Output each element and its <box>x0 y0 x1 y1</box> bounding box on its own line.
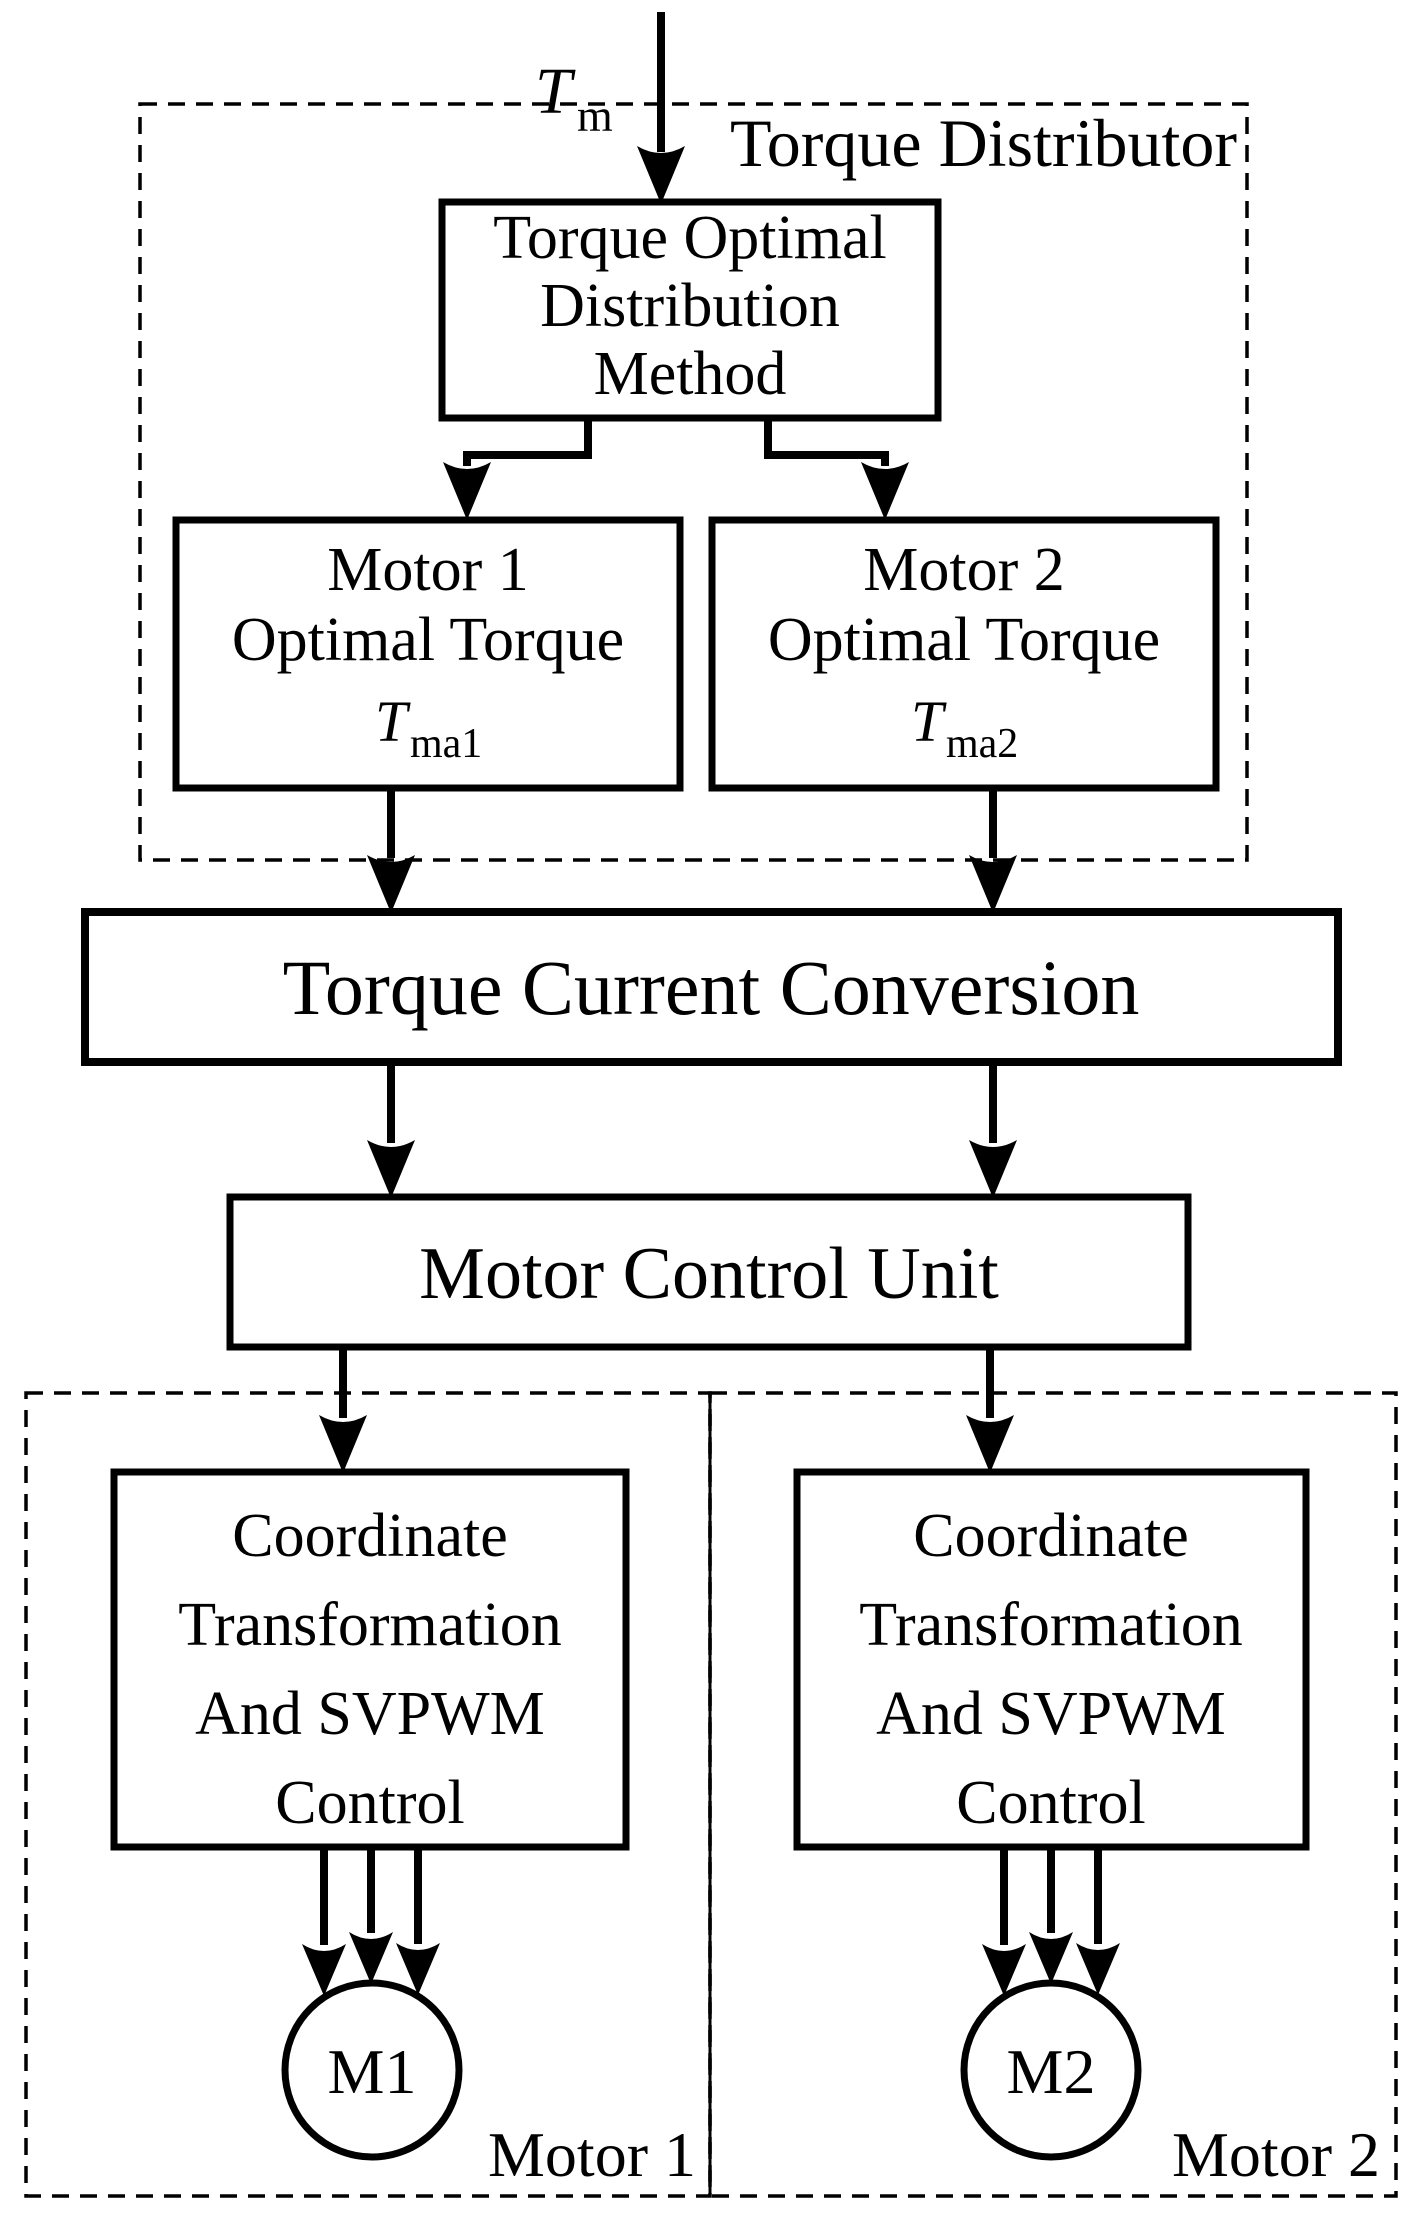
tma1-subscript: ma1 <box>410 721 482 767</box>
method-box-line3: Method <box>594 340 787 408</box>
arrow-head <box>861 462 909 520</box>
arrow-head <box>969 1140 1017 1198</box>
coord1-line4: Control <box>275 1769 464 1837</box>
phase-b-head <box>349 1932 393 1984</box>
method-box-line1: Torque Optimal <box>493 204 886 272</box>
motor2-torque-line1: Motor 2 <box>863 536 1065 604</box>
arrow-conversion-to-mcu-right <box>969 1062 1017 1198</box>
motor-control-unit-box <box>226 1193 1192 1351</box>
method-box-line2: Distribution <box>540 272 840 340</box>
motor2-optimal-torque-box <box>708 516 1220 792</box>
arrow-head <box>319 1415 367 1473</box>
motor1-optimal-torque-box <box>172 516 684 792</box>
coord1-line3: And SVPWM <box>195 1680 545 1748</box>
motor2-region-label: Motor 2 <box>1172 2119 1380 2190</box>
coord1-line2: Transformation <box>178 1591 561 1659</box>
arrow-head <box>367 1140 415 1198</box>
motor1-torque-line2: Optimal Torque <box>232 606 624 674</box>
arrow-head <box>969 855 1017 913</box>
tma1-symbol: T <box>375 689 411 754</box>
phase-arrows-m2 <box>982 1847 1120 1996</box>
tma1-label: T ma1 <box>375 689 482 767</box>
arrow-stem <box>764 418 889 466</box>
phase-c-head <box>1076 1943 1120 1995</box>
arrow-stem <box>463 418 592 466</box>
phase-b-head <box>1029 1932 1073 1984</box>
torque-distributor-region-label: Torque Distributor <box>730 105 1237 181</box>
coord2-line2: Transformation <box>859 1591 1242 1659</box>
tma2-subscript: ma2 <box>946 721 1018 767</box>
arrow-motor2-torque-to-conversion <box>969 788 1017 913</box>
tm-signal-label: T m <box>535 55 613 141</box>
torque-current-conversion-label: Torque Current Conversion <box>283 944 1140 1031</box>
torque-distributor-region-border <box>138 102 1249 862</box>
arrow-head <box>637 146 685 204</box>
coord2-line1: Coordinate <box>913 1502 1189 1570</box>
coord1-line1: Coordinate <box>232 1502 508 1570</box>
motor1-circle <box>281 1979 463 2161</box>
motor2-circle <box>960 1979 1142 2161</box>
arrow-conversion-to-mcu-left <box>367 1062 415 1198</box>
m1-machine-label: M1 <box>328 2036 417 2107</box>
tma2-label: T ma2 <box>911 689 1018 767</box>
motor1-region-border <box>24 1391 712 2198</box>
arrow-motor1-torque-to-conversion <box>367 788 415 913</box>
coord2-line3: And SVPWM <box>876 1680 1226 1748</box>
branch-arrow-to-motor2-torque <box>764 418 909 520</box>
arrow-mcu-to-coord2 <box>966 1347 1014 1473</box>
arrow-head <box>367 855 415 913</box>
branch-arrow-to-motor1-torque <box>443 418 592 520</box>
motor2-torque-line2: Optimal Torque <box>768 606 1160 674</box>
arrow-head <box>966 1415 1014 1473</box>
torque-optimal-distribution-method-box <box>438 198 942 422</box>
phase-a-head <box>982 1944 1026 1996</box>
m2-machine-label: M2 <box>1007 2036 1096 2107</box>
coord-transformation-svpwm-box-2 <box>793 1468 1310 1851</box>
phase-a-head <box>302 1944 346 1996</box>
arrow-mcu-to-coord1 <box>319 1347 367 1473</box>
tm-symbol: T <box>535 55 576 128</box>
motor-control-unit-label: Motor Control Unit <box>419 1233 999 1315</box>
torque-current-conversion-box <box>81 908 1342 1066</box>
coord-transformation-svpwm-box-1 <box>110 1468 630 1851</box>
arrow-head <box>443 462 491 520</box>
phase-arrows-m1 <box>302 1847 440 1996</box>
tm-subscript: m <box>577 90 613 141</box>
tm-input-arrow <box>637 12 685 204</box>
tma2-symbol: T <box>911 689 947 754</box>
coord2-line4: Control <box>956 1769 1145 1837</box>
motor1-region-label: Motor 1 <box>488 2119 696 2190</box>
motor1-torque-line1: Motor 1 <box>327 536 529 604</box>
phase-c-head <box>396 1943 440 1995</box>
